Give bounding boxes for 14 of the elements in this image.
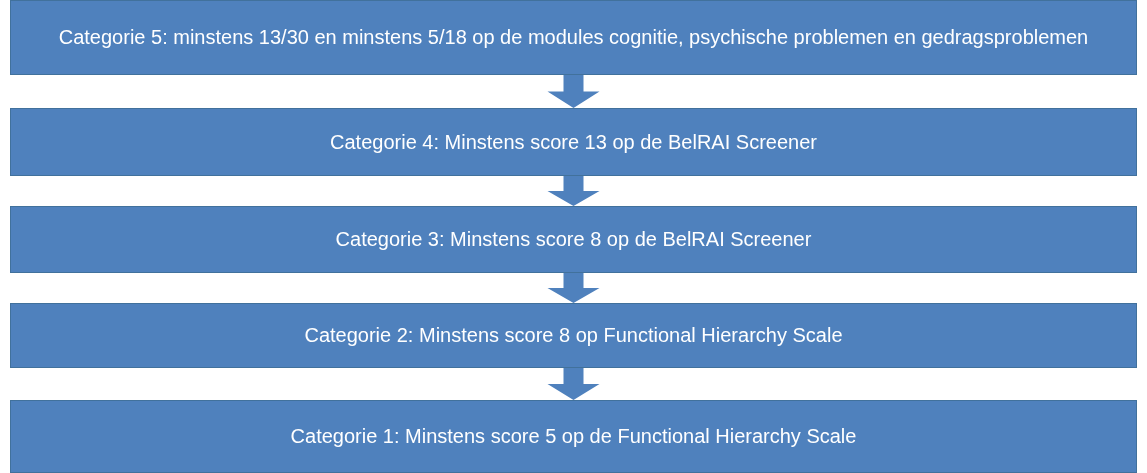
- process-box: [10, 303, 1137, 368]
- process-box: [10, 108, 1137, 176]
- process-box: [10, 206, 1137, 273]
- down-arrow: [547, 273, 600, 303]
- box-label: Categorie 2: Minstens score 8 op Functional Hierarchy Scale: [304, 323, 843, 348]
- down-arrow: [547, 75, 600, 108]
- box-label: Categorie 4: Minstens score 13 op de BelRAI Screener: [330, 129, 817, 155]
- process-box: [10, 0, 1137, 75]
- box-label: Categorie 1: Minstens score 5 op de Functional Hierarchy Scale: [290, 424, 857, 449]
- down-arrow: [547, 176, 600, 206]
- box-label: Categorie 3: Minstens score 8 op de BelRAI Screener: [335, 227, 812, 252]
- process-box: [10, 400, 1137, 473]
- box-label: Categorie 5: minstens 13/30 en minstens 5/18 op de modules cognitie, psychische problemen en gedragsproblemen: [58, 25, 1089, 50]
- down-arrow: [547, 368, 600, 400]
